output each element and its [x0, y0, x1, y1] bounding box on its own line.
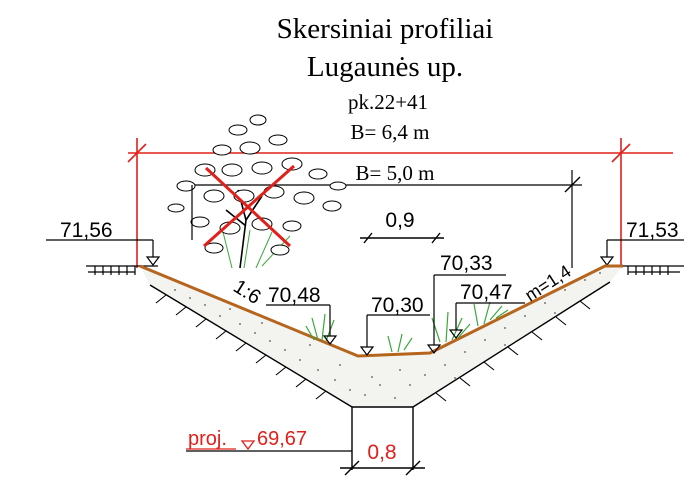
- center-upper-value: 70,33: [440, 252, 493, 275]
- center-bed-elevation: [359, 314, 430, 356]
- left-bank-value: 71,56: [60, 219, 113, 242]
- project-elevation: [186, 440, 352, 452]
- right-bank-elevation: [599, 239, 684, 266]
- project-label: proj.: [188, 428, 227, 450]
- excavation-outline: [149, 281, 611, 408]
- left-bed-value: 70,48: [268, 284, 321, 307]
- bottom-slot-label: 0,8: [367, 441, 396, 464]
- bottom-width-label: B= 5,0 m: [356, 161, 435, 185]
- right-bank-value: 71,53: [626, 219, 679, 242]
- left-bed-elevation: [266, 304, 338, 345]
- title-line-1: Skersiniai profiliai: [277, 13, 494, 45]
- top-width-label: B= 6,4 m: [351, 120, 430, 144]
- center-upper-elevation: [426, 274, 506, 354]
- ground-hatch-left: [86, 265, 158, 275]
- station-label: pk.22+41: [348, 90, 428, 114]
- right-bed-elevation: [448, 302, 525, 339]
- channel-profile-line: [139, 264, 623, 358]
- remove-tree-cross-icon: [203, 164, 295, 248]
- center-bed-value: 70,30: [371, 294, 424, 317]
- right-bed-value: 70,47: [460, 281, 513, 304]
- excavation-hatch: [155, 294, 591, 402]
- tree-icon: [167, 114, 347, 269]
- sediment-stipple: [174, 272, 601, 399]
- bottom-width-dimension: [192, 170, 582, 268]
- bottom-slot-dimension: [340, 407, 425, 476]
- spacing-dimension: [360, 232, 444, 244]
- left-bank-elevation: [46, 239, 161, 266]
- title-line-2: Lugaunės up.: [307, 51, 463, 83]
- grass-tufts: [305, 301, 509, 353]
- spacing-label: 0,9: [385, 209, 414, 232]
- project-value: 69,67: [257, 428, 307, 450]
